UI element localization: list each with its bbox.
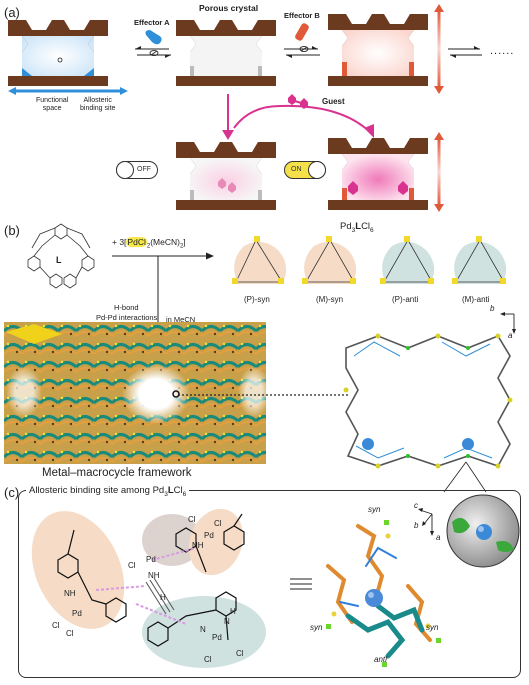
binding-site-model xyxy=(326,520,441,667)
atom-pd-3: Pd xyxy=(204,531,214,540)
atom-cl-5: Cl xyxy=(214,519,222,528)
blue-arrow xyxy=(8,87,128,95)
magenta-arrows xyxy=(222,94,374,140)
panel-c-label: (c) xyxy=(4,485,20,500)
atom-cl-7: Cl xyxy=(236,649,244,658)
isomer-label-2: (M)-syn xyxy=(316,295,344,304)
axes-b xyxy=(500,312,516,334)
off-label: OFF xyxy=(137,166,151,173)
ligand-label: L xyxy=(56,255,62,265)
cage-left xyxy=(8,20,108,86)
pdpd-label: Pd-Pd interactions xyxy=(96,313,158,322)
on-toggle: ON xyxy=(284,161,326,179)
red-expand-arrow-2 xyxy=(434,132,444,212)
guest-icon xyxy=(288,94,308,109)
cage-right xyxy=(328,14,428,86)
in-mecn-label: in MeCN xyxy=(166,315,196,324)
atom-pd-2: Pd xyxy=(146,555,156,564)
zoom-lines xyxy=(443,461,487,493)
axis-c-label: c xyxy=(414,501,418,510)
allosteric-site-label: Allosteric binding site xyxy=(80,97,116,113)
atom-pd-4: Pd xyxy=(212,633,222,642)
atom-cl-6: Cl xyxy=(204,655,212,664)
effector-b-label: Effector B xyxy=(284,11,320,20)
isomer-label-1: (P)-syn xyxy=(244,295,270,304)
porous-crystal-label: Porous crystal xyxy=(199,3,259,13)
panel-c-title: Allosteric binding site among Pd3LCl6 xyxy=(26,486,190,499)
equilibrium-arrows-b xyxy=(284,46,320,58)
axis-a-label: a xyxy=(508,331,513,340)
ligand-structure xyxy=(27,223,95,289)
atom-h-2: H xyxy=(160,593,166,602)
isomer-label-4: (M)-anti xyxy=(462,295,490,304)
ellipsis: ...... xyxy=(490,45,515,57)
functional-space-label: Functional space xyxy=(36,97,69,113)
effector-a-label: Effector A xyxy=(134,18,170,27)
syn-label-left: syn xyxy=(310,623,323,632)
framework-skeleton xyxy=(343,333,513,469)
panel-b-label: (b) xyxy=(4,223,20,238)
panel-c-frame xyxy=(18,490,521,678)
guest-label: Guest xyxy=(322,97,345,106)
surface-inset xyxy=(446,494,520,568)
panel-a-label: (a) xyxy=(4,5,20,20)
atom-cl-2: Cl xyxy=(52,621,60,630)
hbond-label: H-bond xyxy=(114,303,139,312)
red-expand-arrow xyxy=(434,4,444,94)
isomer-label-3: (P)-anti xyxy=(392,295,419,304)
binding-site-structure xyxy=(31,508,266,668)
isomer-structures xyxy=(232,236,507,284)
atom-cl-4: Cl xyxy=(188,515,196,524)
atom-h-1: H xyxy=(230,607,236,616)
axis-b-label: b xyxy=(490,304,495,313)
axis-b2-label: b xyxy=(414,521,419,530)
framework-label: Metal–macrocycle framework xyxy=(42,467,192,479)
cage-on xyxy=(328,138,428,210)
equilibrium-arrows-a xyxy=(135,46,171,58)
cage-middle xyxy=(176,20,276,86)
framework-image xyxy=(4,322,270,464)
axis-a2-label: a xyxy=(436,533,441,542)
syn-label-right: syn xyxy=(426,623,439,632)
atom-nh-3: NH xyxy=(192,541,204,550)
reagent-label: + 3[PdCl2(MeCN)2] xyxy=(112,237,186,250)
atom-nh-1: NH xyxy=(64,589,76,598)
dotted-line xyxy=(178,394,348,396)
axes-cba xyxy=(418,508,434,536)
atom-cl-3: Cl xyxy=(128,561,136,570)
equilibrium-arrows-c xyxy=(448,46,482,58)
syn-label-top: syn xyxy=(368,505,381,514)
atom-nh-2: NH xyxy=(148,571,160,580)
atom-n-1: N xyxy=(200,625,206,634)
off-toggle: OFF xyxy=(116,161,158,179)
on-label: ON xyxy=(291,166,302,173)
atom-cl-1: Cl xyxy=(66,629,74,638)
anti-label: anti xyxy=(374,655,387,664)
atom-pd-1: Pd xyxy=(72,609,82,618)
equivalence-sign xyxy=(290,578,312,590)
product-formula: Pd3LCl6 xyxy=(340,221,374,234)
cage-off xyxy=(176,142,276,210)
atom-n-2: N xyxy=(224,617,230,626)
